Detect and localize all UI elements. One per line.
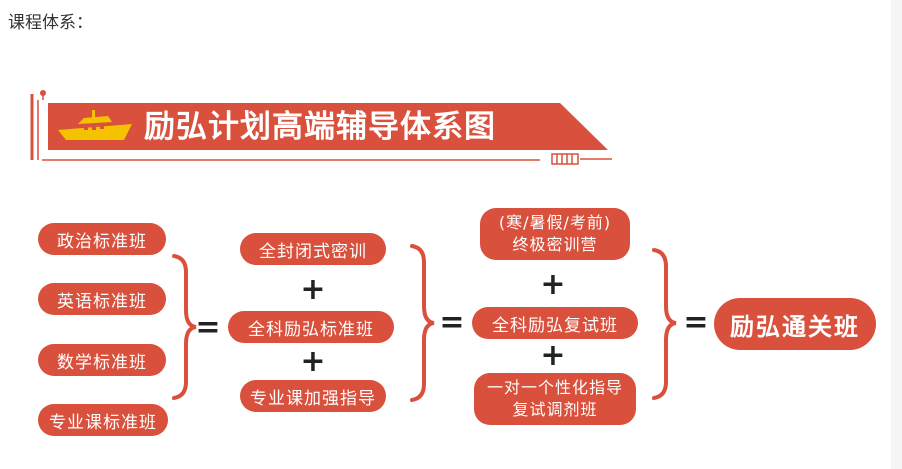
banner-graphic [30,90,612,165]
pill-retest: 全科励弘复试班 [472,307,638,339]
pill-major-guidance: 专业课加强指导 [240,380,386,412]
pill-result: 励弘通关班 [714,298,876,350]
pill-camp-line2: 终极密训营 [512,235,598,254]
pill-major: 专业课标准班 [38,404,168,436]
pill-math: 数学标准班 [38,344,166,376]
banner-shape [48,103,608,150]
bracket-1 [172,254,197,400]
equals-sign-3: = [683,305,709,340]
pill-one-on-one-line2: 复试调剂班 [512,400,598,419]
pill-closed-training: 全封闭式密训 [240,233,386,265]
plus-sign-4: + [540,338,566,373]
pill-all-subjects: 全科励弘标准班 [228,311,394,343]
equals-sign-2: = [439,305,465,340]
pill-one-on-one: 一对一个性化指导 复试调剂班 [474,373,636,425]
page-heading: 课程体系： [8,13,93,33]
scroll-gutter [891,0,902,469]
bracket-2 [410,244,435,402]
banner-title: 励弘计划高端辅导体系图 [144,109,496,145]
pill-english: 英语标准班 [38,283,166,315]
plus-sign-3: + [540,267,566,302]
pill-camp-line1: (寒/暑假/考前) [498,213,612,232]
ship-icon [58,110,132,140]
pill-camp: (寒/暑假/考前) 终极密训营 [480,208,630,260]
plus-sign-2: + [300,344,326,379]
bracket-3 [652,248,677,400]
plus-sign-1: + [300,272,326,307]
equals-sign-1: = [195,310,221,345]
pill-politics: 政治标准班 [38,223,166,255]
pill-one-on-one-line1: 一对一个性化指导 [486,378,623,397]
